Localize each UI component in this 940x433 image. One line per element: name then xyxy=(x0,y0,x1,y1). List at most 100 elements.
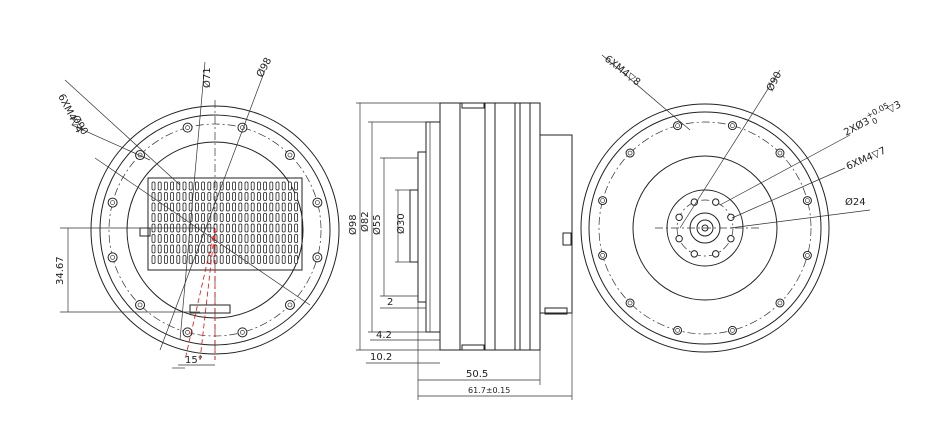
left-bolt-hole-inner xyxy=(185,330,190,335)
heatsink-fin xyxy=(275,192,280,201)
mid-d30-label: Ø30 xyxy=(395,213,407,234)
heatsink-fin xyxy=(157,255,162,264)
heatsink-fin xyxy=(201,192,206,201)
heatsink-fin xyxy=(194,213,199,222)
heatsink-fin xyxy=(287,255,292,264)
heatsink-fin xyxy=(182,244,187,254)
right-mounting-holes xyxy=(598,121,812,335)
heatsink-fin xyxy=(238,213,243,222)
heatsink-fin xyxy=(170,213,175,222)
heatsink-fin xyxy=(232,192,237,201)
heatsink-fin xyxy=(244,255,249,264)
heatsink-fin xyxy=(294,223,299,233)
heatsink-fin xyxy=(163,192,168,201)
heatsink-fin xyxy=(194,202,199,212)
heatsink-fin xyxy=(232,181,237,191)
heatsink-fin xyxy=(225,234,230,243)
left-bolt-hole xyxy=(182,122,193,133)
angle-line-c xyxy=(199,227,216,361)
leader-right-d90 xyxy=(679,69,781,229)
mid-50-5-label: 50.5 xyxy=(466,369,488,380)
heatsink-fin xyxy=(225,192,230,201)
right-bolt-hole-inner xyxy=(777,300,783,306)
heatsink-fin xyxy=(250,213,255,222)
right-bolt-hole xyxy=(673,325,683,335)
body-bottom-notch xyxy=(461,344,485,351)
left-bolt-hole xyxy=(107,197,118,208)
heatsink-fin xyxy=(244,181,249,191)
leader-right-6xm4 xyxy=(601,54,691,131)
heatsink-fin xyxy=(176,202,181,212)
heatsink-fin xyxy=(287,202,292,212)
mid-d55-label: Ø55 xyxy=(371,214,383,235)
left-angle-label: 15° xyxy=(185,355,203,366)
heatsink-fin xyxy=(238,181,243,191)
right-bolt-hole-inner xyxy=(805,253,810,258)
heatsink-fin xyxy=(250,223,255,233)
heatsink-fin xyxy=(238,202,243,212)
left-bolt-hole xyxy=(237,122,248,133)
left-bolt-hole-inner xyxy=(287,152,293,158)
right-bolt-hole xyxy=(775,148,785,158)
heatsink-fin xyxy=(170,244,175,254)
heatsink-fin xyxy=(294,213,299,222)
heatsink-fin xyxy=(151,202,156,212)
left-bolt-hole-inner xyxy=(137,152,143,158)
right-flange-circle xyxy=(588,111,822,345)
heatsink-fin xyxy=(269,255,274,264)
heatsink-fin xyxy=(176,234,181,243)
heatsink-fin xyxy=(201,255,206,264)
left-bolt-hole-inner xyxy=(240,330,245,335)
heatsink-fin xyxy=(157,234,162,243)
heatsink-fin xyxy=(250,234,255,243)
heatsink-fin xyxy=(269,223,274,233)
left-height-label: 34.67 xyxy=(55,256,66,285)
heatsink-fin xyxy=(201,244,206,254)
heatsink-fin xyxy=(182,192,187,201)
heatsink-fin xyxy=(275,181,280,191)
heatsink-fin xyxy=(275,223,280,233)
heatsink-fin xyxy=(219,202,224,212)
left-d71-label: Ø71 xyxy=(201,67,213,88)
heatsink-fin xyxy=(244,192,249,201)
heatsink-fin xyxy=(176,255,181,264)
heatsink-fin xyxy=(281,192,286,201)
heatsink-fin xyxy=(294,202,299,212)
heatsink-fin xyxy=(188,192,193,201)
heatsink-fin xyxy=(238,234,243,243)
heatsink-fin xyxy=(151,234,156,243)
heatsink-fin xyxy=(151,213,156,222)
right-d90-label: Ø90 xyxy=(764,70,784,94)
left-bolt-hole xyxy=(135,150,146,161)
heatsink-fin xyxy=(163,244,168,254)
heatsink-fin xyxy=(207,181,212,191)
heatsink-fin xyxy=(170,192,175,201)
heatsink-fin xyxy=(281,202,286,212)
heatsink-fin xyxy=(269,213,274,222)
heatsink-fin xyxy=(250,255,255,264)
leader-d90 xyxy=(71,124,151,161)
heatsink-fin xyxy=(244,202,249,212)
heatsink-fin xyxy=(157,202,162,212)
heatsink-fin xyxy=(263,202,268,212)
heatsink-fin xyxy=(232,234,237,243)
heatsink-fin xyxy=(201,181,206,191)
left-bolt-hole-inner xyxy=(137,302,143,308)
left-bolt-hole-inner xyxy=(110,255,115,260)
heatsink-fin xyxy=(256,202,261,212)
hub-hole xyxy=(712,198,720,206)
heatsink-fin xyxy=(275,234,280,243)
heatsink-fin xyxy=(238,192,243,201)
heatsink-fin xyxy=(207,192,212,201)
right-d24-label: Ø24 xyxy=(845,196,866,208)
heatsink-fin xyxy=(188,244,193,254)
right-bolt-hole-inner xyxy=(805,198,810,203)
left-bolt-hole-inner xyxy=(287,302,293,308)
heatsink-fin xyxy=(263,244,268,254)
heatsink-fin xyxy=(219,192,224,201)
cable-outlet xyxy=(189,304,231,314)
heatsink-fin xyxy=(157,244,162,254)
heatsink-fin xyxy=(194,192,199,201)
heatsink-fin xyxy=(263,181,268,191)
